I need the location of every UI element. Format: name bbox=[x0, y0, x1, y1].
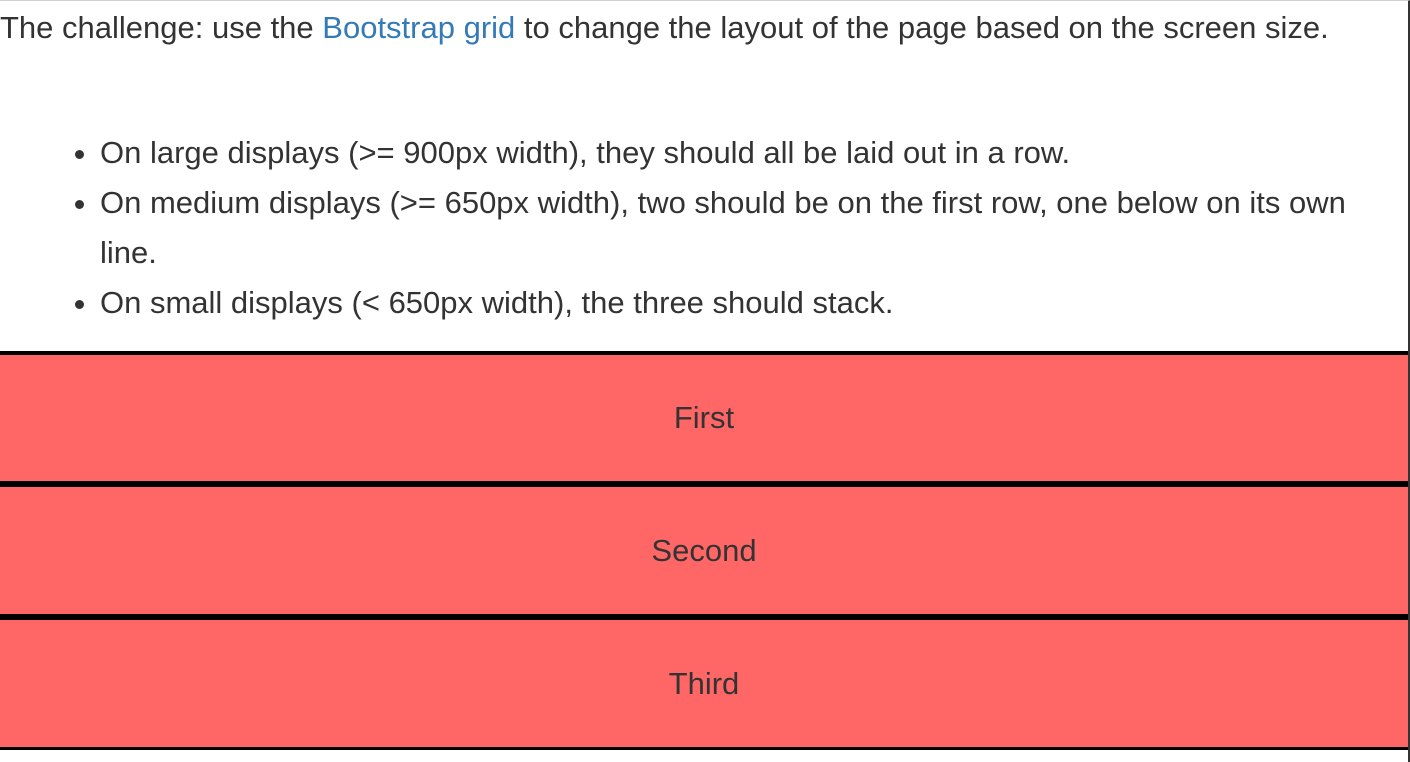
box-third: Third bbox=[0, 617, 1408, 750]
box-first: First bbox=[0, 351, 1408, 484]
box-second-label: Second bbox=[651, 532, 757, 568]
bootstrap-grid-link[interactable]: Bootstrap grid bbox=[322, 10, 516, 45]
grid-boxes: First Second Third bbox=[0, 351, 1408, 750]
challenge-description: The challenge: use the Bootstrap grid to… bbox=[0, 3, 1380, 53]
intro-text-after-link: to change the layout of the page based o… bbox=[515, 10, 1329, 45]
box-second: Second bbox=[0, 484, 1408, 617]
box-third-label: Third bbox=[668, 665, 740, 701]
rule-large-displays: On large displays (>= 900px width), they… bbox=[100, 128, 1408, 178]
display-rules-list: On large displays (>= 900px width), they… bbox=[0, 128, 1408, 328]
rule-small-displays: On small displays (< 650px width), the t… bbox=[100, 278, 1408, 328]
intro-text-before-link: The challenge: use the bbox=[0, 10, 323, 45]
rule-medium-displays: On medium displays (>= 650px width), two… bbox=[100, 178, 1408, 278]
box-first-label: First bbox=[673, 400, 735, 435]
